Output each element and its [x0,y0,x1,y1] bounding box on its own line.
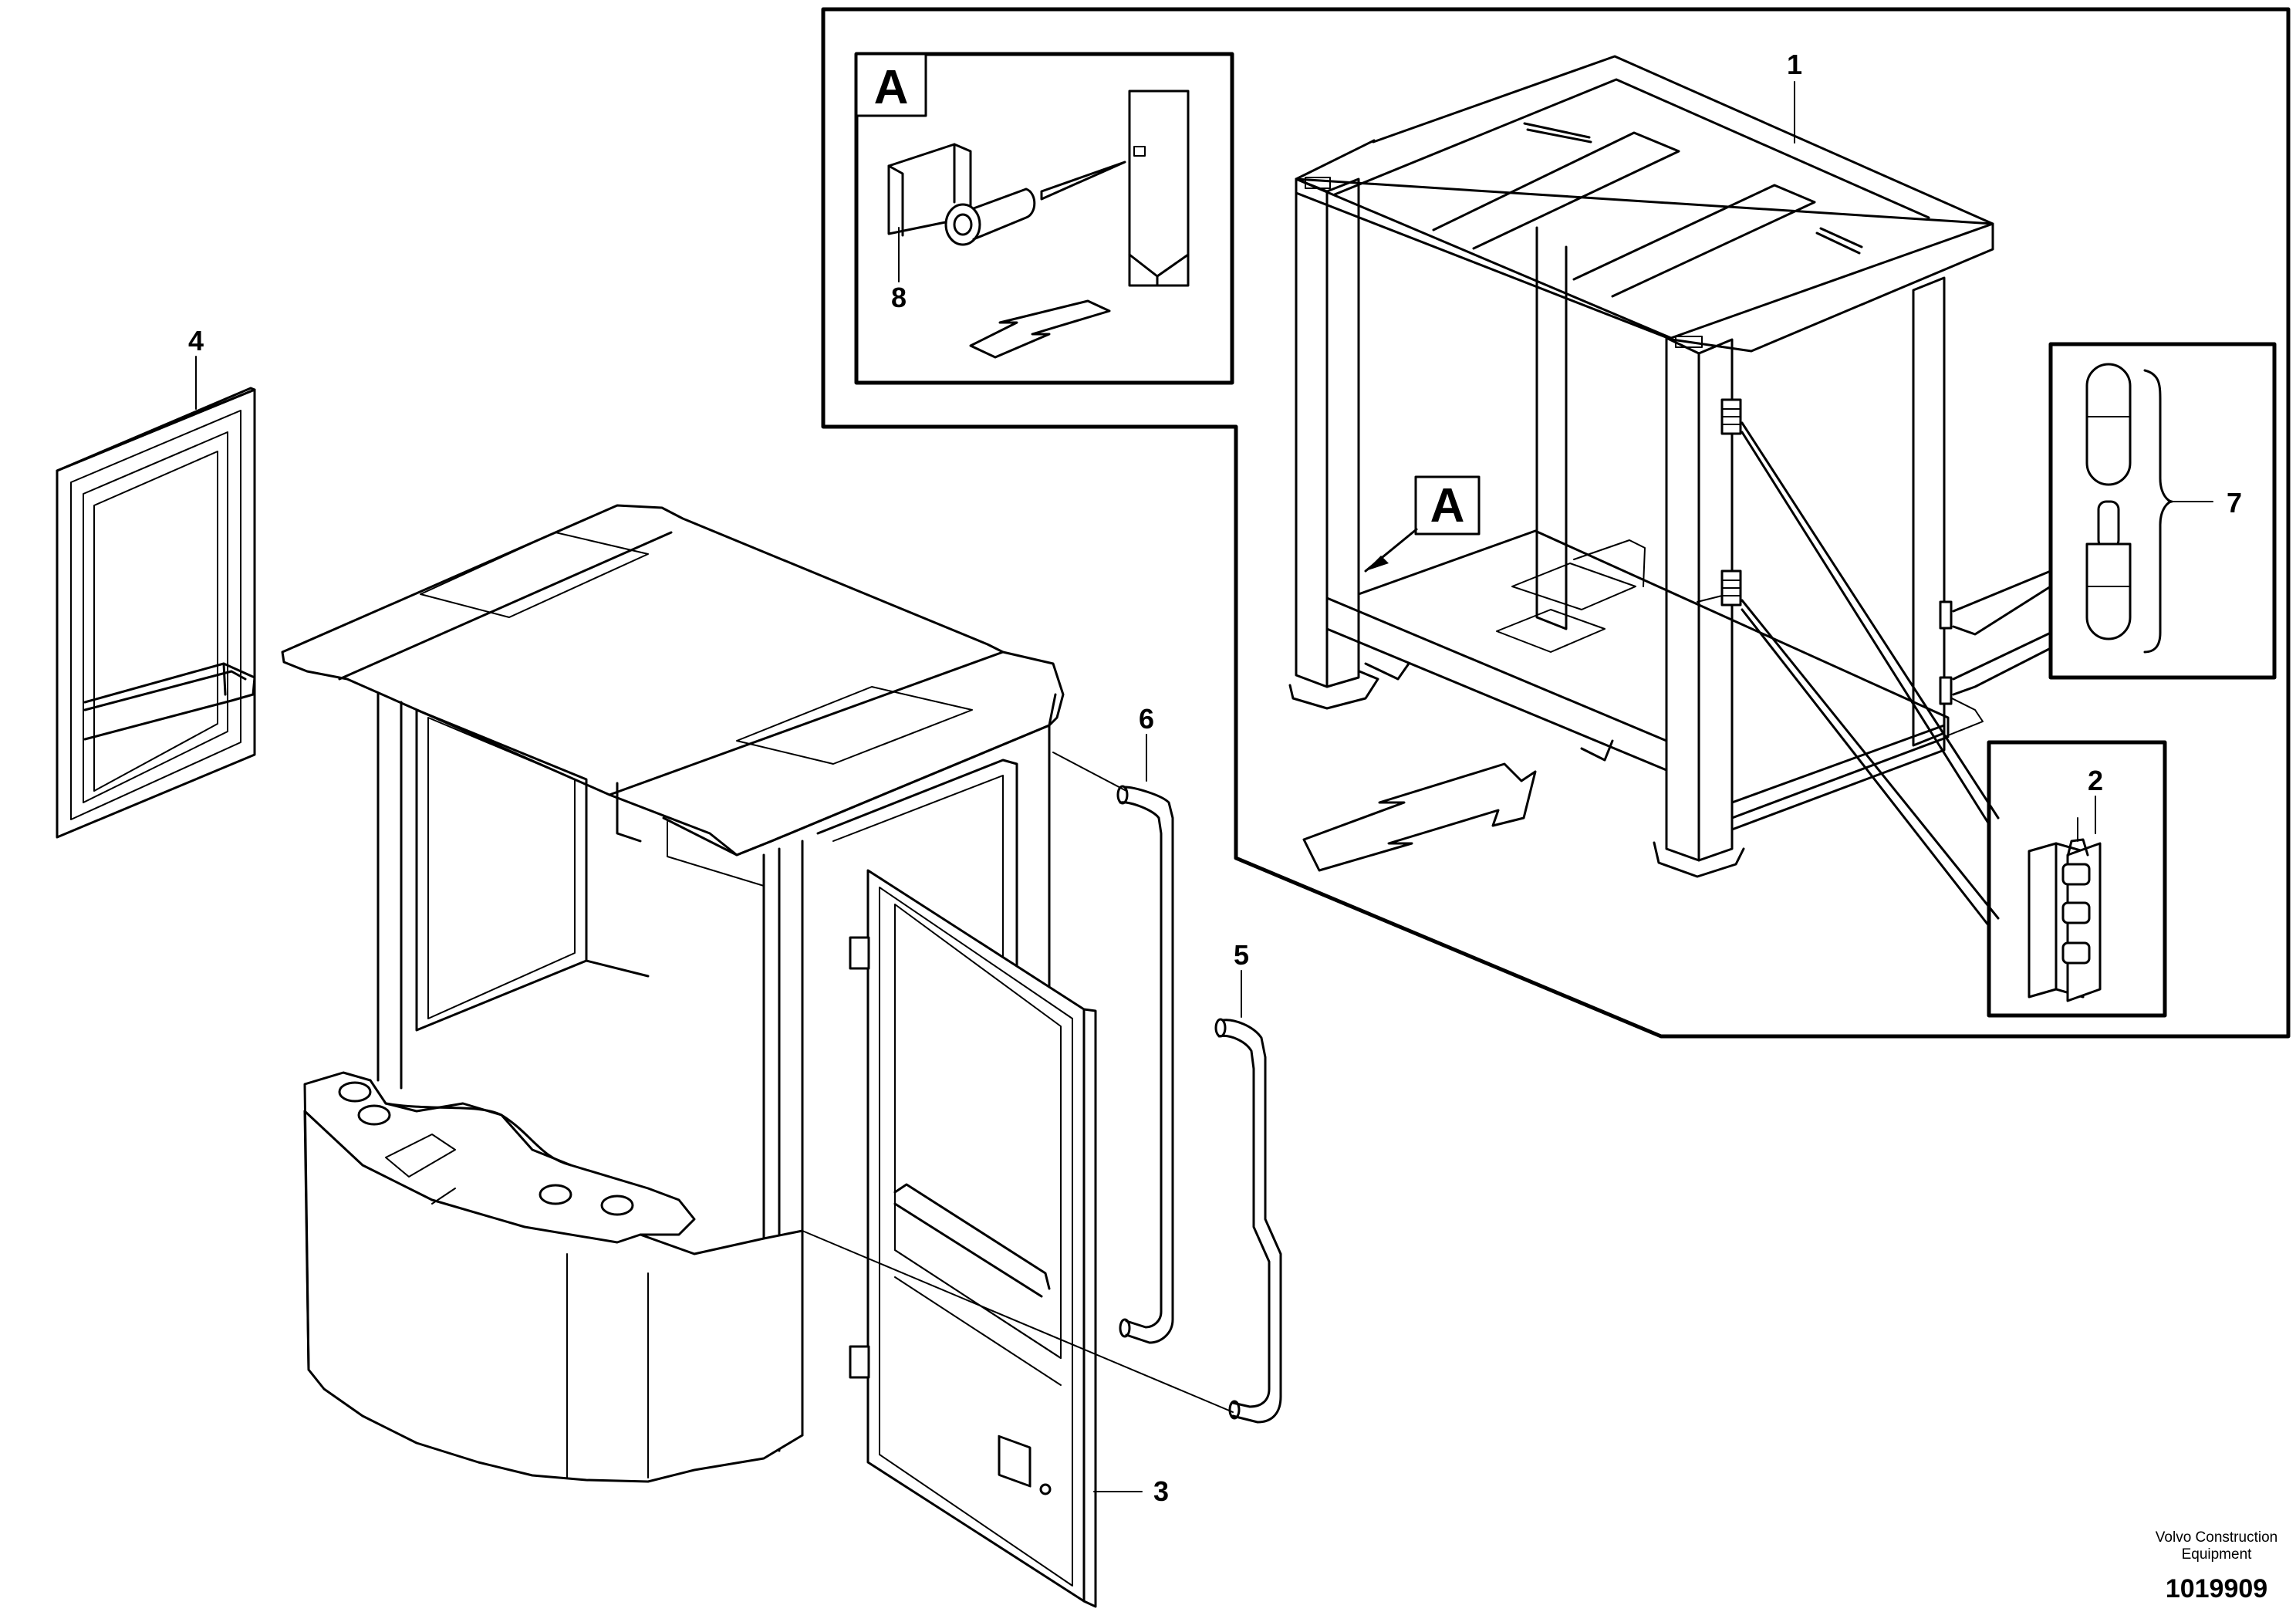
inset-post [1128,90,1190,287]
cab-door [849,869,1097,1608]
operator-cab [281,504,1065,1483]
side-window-panel [56,387,256,839]
post-hinges [1720,398,1742,607]
door-hinge [2028,817,2102,1002]
callout-8: 8 [891,282,907,313]
callout-3: 3 [1153,1475,1169,1507]
hinge-pin-detail-box: 7 [1952,342,2277,696]
callout-5: 5 [1234,939,1249,971]
detail-frame [821,7,2291,1039]
callout-2: 2 [2088,765,2103,796]
detail-a-letter: A [874,61,909,114]
publisher-credit: Volvo Construction Equipment 1019909 [2156,1529,2277,1603]
hinge-pin-parts [2085,363,2132,640]
publisher-line-1: Volvo Construction [2156,1529,2277,1546]
detail-a-letter-box [855,52,927,117]
callout-7: 7 [2227,487,2242,519]
hinge-leaders [1741,421,2000,928]
callout-4: 4 [188,325,204,357]
illustration-number: 1019909 [2166,1574,2267,1603]
hinge-detail-box: 2 [1987,740,2167,1018]
callout-1: 1 [1787,49,1802,80]
callout-6: 6 [1139,703,1154,735]
detail-a-reference: A [1364,475,1481,573]
publisher-line-2: Equipment [2182,1546,2253,1563]
handrail-outer [1116,785,1174,1344]
detail-a-inset: A 8 [854,52,1234,385]
detail-a-ref-letter: A [1430,479,1465,532]
handrail-inner [1214,1018,1282,1424]
direction-arrow-small [969,299,1111,359]
rops-frame [1288,55,1994,878]
direction-arrow-large [1302,762,1537,872]
hinge-pin-bracket [887,143,1126,246]
